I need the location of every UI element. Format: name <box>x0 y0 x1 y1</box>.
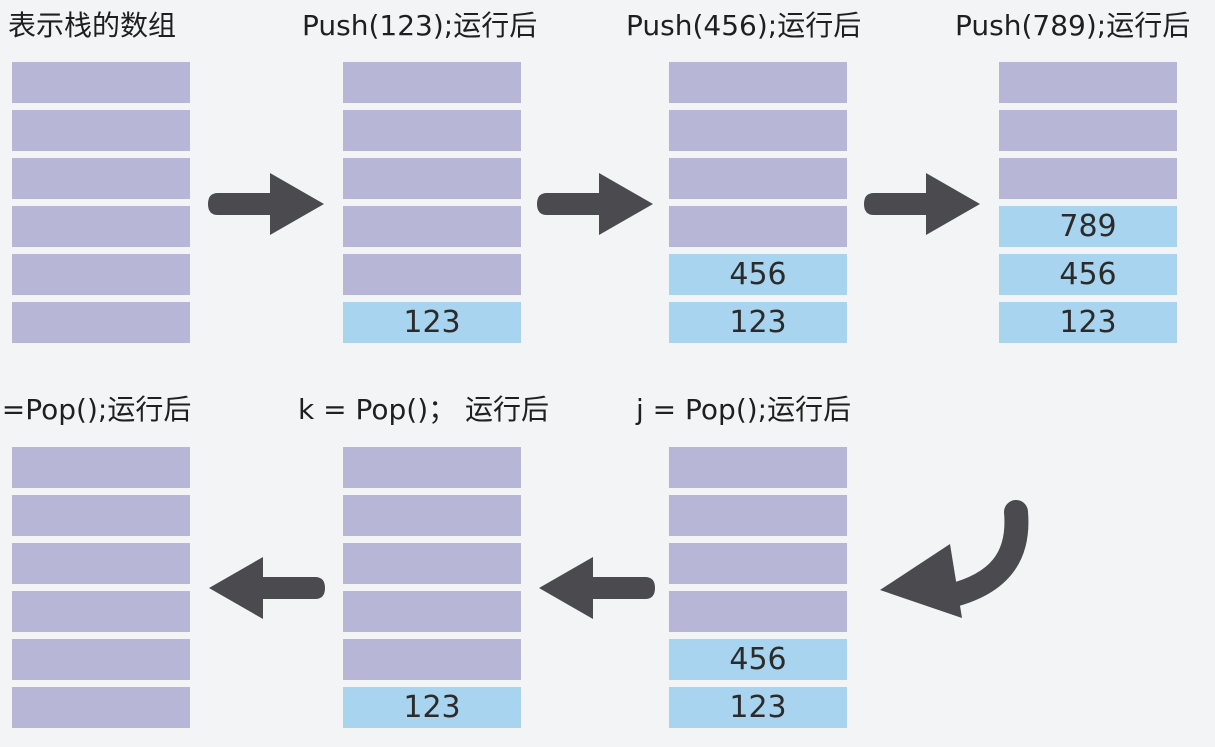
arrow-right-icon <box>864 173 980 235</box>
stack-cell <box>669 447 847 488</box>
stack-cell <box>343 254 521 295</box>
stack-cell <box>12 639 190 680</box>
arrow-left-icon <box>539 557 655 619</box>
stack-cell <box>343 543 521 584</box>
stack-cell <box>12 687 190 728</box>
stack-cell-filled: 123 <box>669 302 847 343</box>
label-pop-k: k = Pop()； 运行后 <box>298 393 550 426</box>
stack-cell <box>343 591 521 632</box>
stack-cell <box>343 110 521 151</box>
label-push-123: Push(123);运行后 <box>302 9 538 42</box>
stack-cell <box>12 158 190 199</box>
label-push-456: Push(456);运行后 <box>626 9 862 42</box>
stack-cell <box>999 158 1177 199</box>
label-push-789: Push(789);运行后 <box>955 9 1191 42</box>
stack-cell-filled: 123 <box>343 302 521 343</box>
stack-cell <box>669 158 847 199</box>
stack-cell <box>999 110 1177 151</box>
stack-cell-filled: 123 <box>999 302 1177 343</box>
stack-cell-filled: 123 <box>669 687 847 728</box>
stack-cell-filled: 456 <box>999 254 1177 295</box>
stack-cell <box>669 110 847 151</box>
stack-cell <box>669 62 847 103</box>
stack-cell <box>12 302 190 343</box>
label-pop-l: l=Pop();运行后 <box>0 393 192 426</box>
stack-cell <box>12 447 190 488</box>
curved-arrow-icon <box>880 500 1029 618</box>
stack-cell <box>12 254 190 295</box>
stack-cell <box>12 543 190 584</box>
stack-cell <box>343 206 521 247</box>
arrow-right-icon <box>208 173 324 235</box>
stack-cell-filled: 456 <box>669 639 847 680</box>
label-array: 表示栈的数组 <box>8 9 177 42</box>
stack-cell-filled: 123 <box>343 687 521 728</box>
stack-cell <box>343 639 521 680</box>
stack-cell <box>343 62 521 103</box>
stack-cell <box>12 62 190 103</box>
stack-cell <box>12 110 190 151</box>
stack-cell <box>12 495 190 536</box>
stack-cell <box>343 158 521 199</box>
stack-cell <box>12 206 190 247</box>
stack-cell <box>669 206 847 247</box>
stack-cell <box>669 543 847 584</box>
stack-cell-filled: 456 <box>669 254 847 295</box>
stack-cell <box>669 591 847 632</box>
stack-cell <box>999 62 1177 103</box>
stack-cell <box>12 591 190 632</box>
arrow-left-icon <box>209 557 325 619</box>
stack-cell <box>343 495 521 536</box>
label-pop-j: j = Pop();运行后 <box>636 393 852 426</box>
stack-cell <box>343 447 521 488</box>
stack-cell <box>669 495 847 536</box>
stack-cell-filled: 789 <box>999 206 1177 247</box>
arrow-right-icon <box>537 173 653 235</box>
